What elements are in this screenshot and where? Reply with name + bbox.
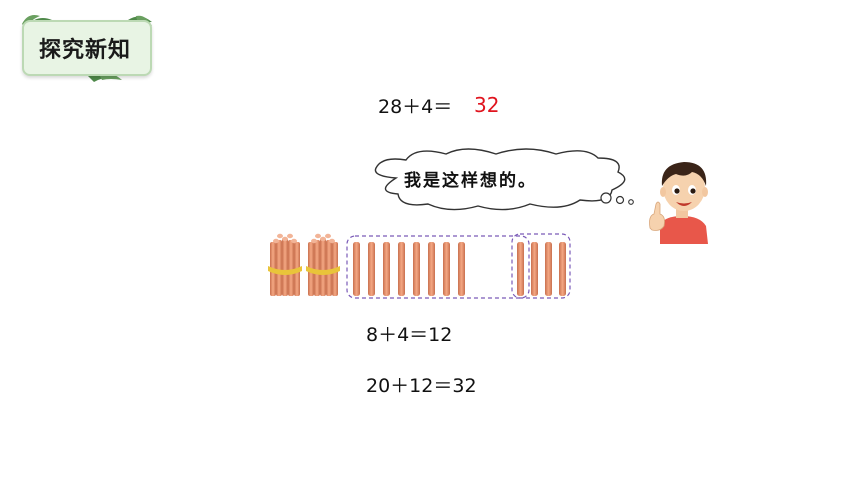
problem-expression: 28＋4＝ [378, 96, 453, 118]
bundle-of-ten-sticks [306, 233, 340, 296]
thought-bubble [374, 148, 634, 211]
group-of-eight-sticks [346, 235, 530, 299]
step-equation-total: 20＋12＝32 [366, 375, 477, 397]
section-badge: 探究新知 [18, 14, 154, 82]
group-of-four-sticks [511, 233, 571, 299]
step-equation-ones: 8＋4＝12 [366, 324, 453, 346]
problem-answer: 32 [474, 93, 500, 117]
badge-title: 探究新知 [38, 38, 131, 63]
thought-text: 我是这样想的。 [404, 171, 537, 191]
counting-sticks-illustration [268, 233, 571, 299]
boy-character-illustration [649, 162, 708, 244]
bundle-of-ten-sticks [268, 233, 302, 296]
badge-box [22, 20, 152, 76]
